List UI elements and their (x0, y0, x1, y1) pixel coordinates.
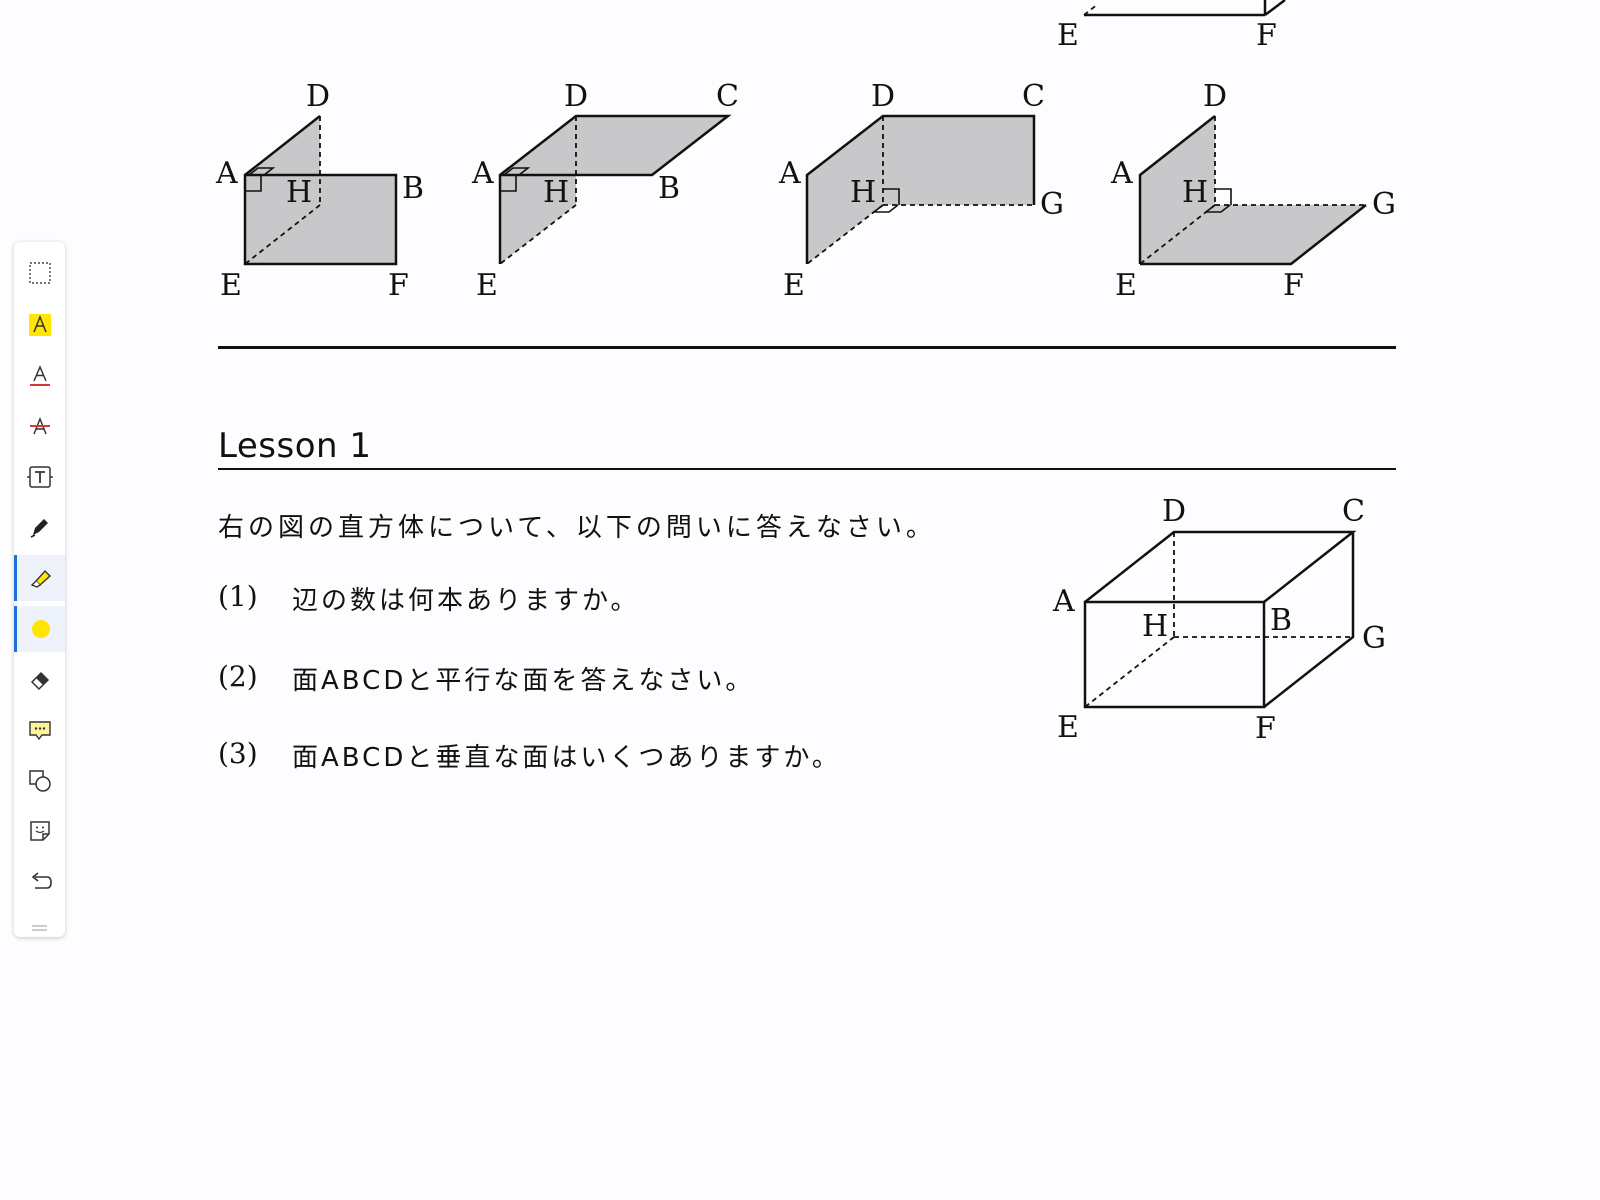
question-number: (3) (218, 737, 258, 770)
highlighter-tool[interactable] (14, 555, 65, 601)
vertex-label-e: E (783, 268, 805, 303)
vertex-label-a: A (1110, 156, 1133, 191)
highlight-a-icon (28, 314, 51, 336)
eraser-icon (30, 671, 49, 691)
shapes-tool[interactable] (14, 758, 65, 804)
shapes-icon (28, 770, 51, 792)
toolbar-drag-handle[interactable] (32, 925, 47, 931)
undo-icon (31, 872, 52, 889)
vertex-label-a: A (778, 156, 801, 191)
vertex-label-a: A (1052, 584, 1075, 619)
comment-icon (28, 721, 51, 741)
yellow-dot-icon (32, 620, 50, 638)
vertex-label-h: H (1142, 609, 1168, 644)
vertex-label-c: C (1022, 79, 1045, 114)
lesson-intro: 右の図の直方体について、以下の問いに答えなさい。 (218, 513, 936, 543)
vertex-label-h: H (543, 175, 569, 210)
vertex-label-g: G (1362, 621, 1386, 656)
eraser-tool[interactable] (14, 656, 65, 702)
lesson-title: Lesson 1 (218, 426, 372, 466)
vertex-label-d: D (564, 79, 588, 114)
vertex-label-a: A (471, 156, 494, 191)
vertex-label-d: D (306, 79, 330, 114)
highlight-text-tool[interactable] (14, 302, 65, 348)
color-picker[interactable] (14, 606, 65, 652)
vertex-label-f: F (1283, 268, 1304, 303)
vertex-label-d: D (1203, 79, 1227, 114)
dashed-rect-icon (28, 262, 51, 284)
cuboid-figure: D C A H B G E F (1052, 494, 1386, 746)
question-text: 辺の数は何本ありますか。 (292, 586, 640, 616)
vertex-label-d: D (1162, 494, 1186, 529)
question-text: 面ABCDと垂直な面はいくつありますか。 (292, 743, 841, 773)
figure-4: D A H G E F (1110, 79, 1396, 303)
vertex-label-b: B (1270, 603, 1292, 638)
vertex-label-f: F (388, 268, 409, 303)
strikethrough-a-icon (29, 416, 50, 435)
vertex-label-g: G (1372, 187, 1396, 222)
vertex-label-f: F (1256, 18, 1277, 53)
vertex-label-b: B (658, 171, 680, 206)
pen-icon (30, 519, 48, 538)
underline-text-tool[interactable] (14, 353, 65, 399)
partial-cuboid-figure: E F (1057, 0, 1286, 53)
section-divider (218, 346, 1396, 349)
vertex-label-h: H (1182, 175, 1208, 210)
figure-3: D C A H G E (778, 79, 1064, 303)
underline-a-icon (29, 365, 50, 386)
select-area-tool[interactable] (14, 250, 65, 296)
vertex-label-e: E (476, 268, 498, 303)
annotation-toolbar (14, 242, 65, 937)
figure-1: D A H B E F (215, 79, 424, 303)
highlighter-icon (30, 569, 52, 588)
question-text: 面ABCDと平行な面を答えなさい。 (292, 666, 755, 696)
vertex-label-e: E (1057, 18, 1079, 53)
vertex-label-c: C (716, 79, 739, 114)
vertex-label-c: C (1342, 494, 1365, 529)
figure-2: D C A H B E (471, 79, 739, 303)
question-number: (2) (218, 660, 258, 693)
vertex-label-e: E (1057, 710, 1079, 745)
sticker-icon (29, 821, 50, 841)
vertex-label-g: G (1040, 187, 1064, 222)
vertex-label-b: B (402, 171, 424, 206)
vertex-label-d: D (871, 79, 895, 114)
strikethrough-text-tool[interactable] (14, 403, 65, 449)
vertex-label-f: F (1255, 711, 1276, 746)
vertex-label-h: H (286, 175, 312, 210)
face-figures: D A H B E F D C A H B E D C A H G E (215, 79, 1396, 303)
text-box-icon (26, 466, 53, 488)
pen-tool[interactable] (14, 504, 65, 550)
vertex-label-a: A (215, 156, 238, 191)
undo-button[interactable] (14, 859, 65, 905)
vertex-label-e: E (220, 268, 242, 303)
vertex-label-h: H (850, 175, 876, 210)
title-underline (218, 468, 1396, 470)
comment-tool[interactable] (14, 707, 65, 753)
question-number: (1) (218, 580, 258, 613)
sticker-tool[interactable] (14, 808, 65, 854)
text-box-tool[interactable] (14, 454, 65, 500)
vertex-label-e: E (1115, 268, 1137, 303)
